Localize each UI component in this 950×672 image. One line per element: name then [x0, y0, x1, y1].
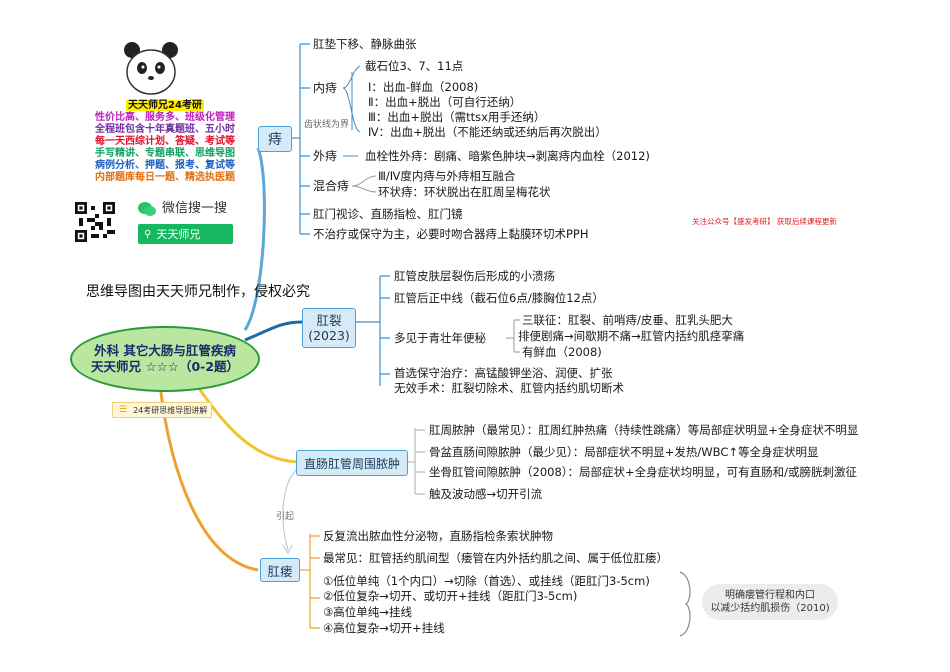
node-nongzhong[interactable]: 直肠肛管周围脓肿 — [296, 450, 408, 476]
node-gaolie-label: 肛裂 — [316, 313, 342, 328]
waizhi-label: 外痔 — [313, 149, 338, 163]
node-gaolie-year: (2023) — [308, 328, 350, 343]
zhi-exam: 肛门视诊、直肠指检、肛门镜 — [313, 207, 463, 221]
waizhi-item: 血栓性外痔：剧痛、暗紫色肿块→剥离痔内血栓（2012) — [365, 149, 650, 163]
qr-code — [75, 202, 115, 242]
top-right-note: 关注公众号【盛发考研】 获取后续课程更新 — [692, 217, 837, 226]
zhi-item: 肛垫下移、静脉曲张 — [313, 37, 417, 51]
wechat-label: 微信搜一搜 — [162, 201, 228, 216]
gangloe-treat: ②低位复杂→切开、或切开+挂线（距肛门3-5cm) — [323, 589, 578, 603]
node-zhi[interactable]: 痔 — [258, 126, 292, 152]
gaolie-item: 肛管皮肤层裂伤后形成的小溃疡 — [394, 269, 555, 283]
gangloe-note: 明确瘘管行程和内口 以减少括约肌损伤（2010) — [702, 584, 838, 620]
gaolie-item: 首选保守治疗：高锰酸钾坐浴、润便、扩张 — [394, 366, 613, 380]
zhi-treat: 不治疗或保守为主，必要时吻合器痔上黏膜环切术PPH — [313, 227, 589, 241]
hunhe-item: Ⅲ/Ⅳ度内痔与外痔相互融合 — [378, 169, 516, 183]
node-gangloe-label: 肛瘘 — [267, 563, 293, 579]
neizhi-label: 内痔 — [313, 81, 338, 95]
gangloe-note-line: 以减少括约肌损伤（2010) — [710, 603, 830, 614]
promo-line: 病例分析、押题、报考、复试等 — [95, 160, 235, 171]
gangloe-treat: ③高位单纯→挂线 — [323, 605, 412, 619]
neizhi-item: Ⅰ：出血-鲜血（2008) — [368, 80, 479, 94]
neizhi-item: Ⅲ：出血+脱出（需ttsx用手还纳） — [368, 110, 546, 124]
gaolie-sub: 排便剧痛→间歇期不痛→肛管内括约肌痉挛痛 — [518, 329, 745, 343]
gaolie-sub: 有鲜血（2008) — [522, 345, 602, 359]
copyright-note: 思维导图由天天师兄制作，侵权必究 — [86, 284, 310, 300]
gangloe-item: 反复流出脓血性分泌物，直肠指检条索状肿物 — [323, 529, 553, 543]
node-nongzhong-label: 直肠肛管周围脓肿 — [303, 456, 400, 471]
search-text: 天天师兄 — [156, 228, 201, 241]
gangloe-note-line: 明确瘘管行程和内口 — [725, 590, 815, 601]
promo-line: 全程班包含十年真题班、五小时 — [95, 124, 235, 135]
search-icon: ⚲ — [144, 228, 152, 240]
promo-line: 性价比高、服务多、班级化管理 — [95, 112, 235, 123]
center-topic: 外科 其它大肠与肛管疾病 天天师兄 ☆☆☆（0-2题） — [70, 326, 260, 392]
node-gaolie[interactable]: 肛裂 (2023) — [302, 308, 356, 348]
list-icon: ☰ — [119, 405, 128, 415]
hunhe-label: 混合痔 — [313, 179, 350, 193]
gaolie-sub: 三联征：肛裂、前哨痔/皮垂、肛乳头肥大 — [522, 313, 733, 327]
nongzhong-item: 骨盆直肠间隙脓肿（最少见）：局部症状不明显+发热/WBC↑等全身症状明显 — [429, 445, 819, 459]
center-subtitle: 天天师兄 ☆☆☆（0-2题） — [90, 359, 240, 374]
nongzhong-item: 触及波动感→切开引流 — [429, 487, 543, 501]
gaolie-item: 肛管后正中线（截石位6点/膝胸位12点） — [394, 291, 604, 305]
wechat-search-icon — [138, 202, 156, 216]
node-zhi-label: 痔 — [268, 132, 282, 148]
gangloe-treat: ④高位复杂→切开+挂线 — [323, 621, 445, 635]
hunhe-item: 环状痔：环状脱出在肛周呈梅花状 — [378, 185, 551, 199]
neizhi-item: 截石位3、7、11点 — [365, 59, 464, 73]
wechat-search-box[interactable]: ⚲ 天天师兄 — [138, 224, 233, 244]
center-title: 外科 其它大肠与肛管疾病 — [94, 343, 236, 358]
gaolie-item: 多见于青壮年便秘 — [394, 331, 486, 345]
nongzhong-item: 肛周脓肿（最常见）：肛周红肿热痛（持续性跳痛）等局部症状明显+全身症状不明显 — [429, 423, 859, 437]
nongzhong-item: 坐骨肛管间隙脓肿（2008）：局部症状+全身症状均明显，可有直肠和/或膀胱刺激征 — [429, 465, 858, 479]
promo-title: 天天师兄24考研 — [126, 100, 204, 111]
tag-label: 24考研思维导图讲解 — [133, 405, 208, 415]
yinqi-label: 引起 — [276, 512, 295, 522]
gangloe-treat: ①低位单纯（1个内口）→切除（首选）、或挂线（距肛门3-5cm) — [323, 574, 650, 588]
zhi-sub-note: 齿状线为界 — [304, 120, 350, 130]
gangloe-item: 最常见：肛管括约肌间型（瘘管在内外括约肌之间、属于低位肛瘘） — [323, 551, 668, 565]
panda-logo — [124, 42, 178, 95]
node-gangloe[interactable]: 肛瘘 — [260, 558, 300, 582]
video-tag[interactable]: ☰ 24考研思维导图讲解 — [112, 402, 212, 418]
gaolie-item: 无效手术：肛裂切除术、肛管内括约肌切断术 — [394, 381, 624, 395]
neizhi-item: Ⅳ：出血+脱出（不能还纳或还纳后再次脱出） — [368, 125, 607, 139]
promo-line: 内部题库每日一题、精选执医题 — [95, 172, 235, 183]
promo-line: 手写精讲、专题串联、思维导图 — [95, 148, 235, 159]
neizhi-item: Ⅱ：出血+脱出（可自行还纳） — [368, 95, 522, 109]
promo-line: 每一天西综计划、答疑、考试等 — [95, 136, 235, 147]
